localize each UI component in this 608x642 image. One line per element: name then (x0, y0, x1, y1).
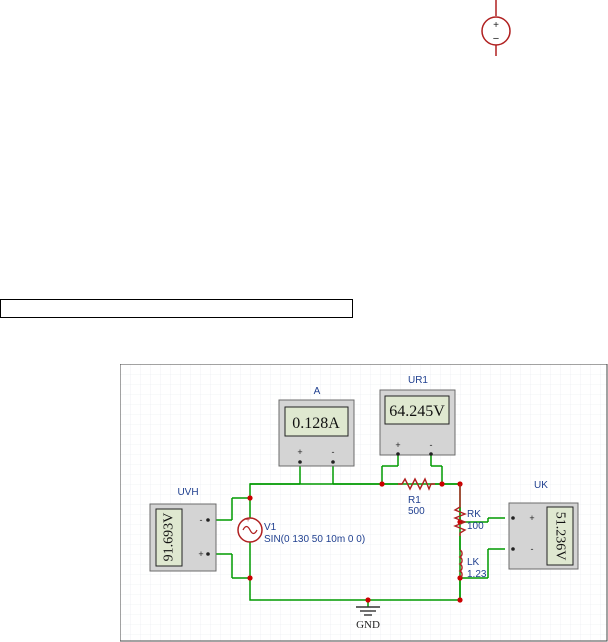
top-voltage-source-icon: + − (481, 0, 511, 56)
top-source-minus: − (493, 33, 499, 45)
uvh-name: UVH (177, 487, 198, 498)
rk-value: 100 (467, 521, 484, 532)
lk-value: 1.23 (467, 569, 487, 580)
uvh-plus: + (198, 549, 203, 559)
ammeter-reading: 0.128A (292, 415, 340, 432)
r1-name: R1 (408, 495, 421, 506)
ground-icon (356, 606, 380, 616)
uk-reading: 51.236V (553, 512, 568, 561)
rk-name: RK (467, 509, 481, 520)
ammeter-a: A 0.128A + - (278, 386, 355, 467)
v1-params: SIN(0 130 50 10m 0 0) (264, 534, 365, 545)
uk-plus: + (529, 513, 534, 523)
voltmeter-ur1: UR1 64.245V + - (379, 375, 456, 456)
svg-text:+: + (246, 517, 250, 524)
r1-value: 500 (408, 506, 425, 517)
inductor-lk: LK 1.23 (458, 549, 487, 580)
ur1-plus: + (395, 440, 400, 450)
circuit-schematic: + V1 SIN(0 130 50 10m 0 0) R1 500 RK 100… (120, 364, 608, 642)
empty-text-box (0, 299, 353, 318)
voltmeter-uk: UK 51.236V + - (508, 480, 579, 570)
ammeter-minus: - (332, 447, 335, 457)
ammeter-name: A (314, 386, 321, 397)
ur1-minus: - (430, 440, 433, 450)
ur1-reading: 64.245V (389, 403, 445, 420)
uvh-reading: 91.693V (162, 513, 177, 562)
lk-name: LK (467, 557, 480, 568)
uk-minus: - (531, 544, 534, 554)
ammeter-plus: + (297, 447, 302, 457)
ur1-name: UR1 (408, 375, 428, 386)
v1-name: V1 (264, 522, 277, 533)
resistor-r1: R1 500 (398, 477, 435, 517)
ac-voltage-source-v1: + V1 SIN(0 130 50 10m 0 0) (237, 517, 365, 545)
voltmeter-uvh: UVH 91.693V - + (149, 487, 217, 572)
top-source-plus: + (493, 20, 499, 31)
ground-label: GND (356, 619, 380, 631)
uvh-minus: - (200, 515, 203, 525)
resistor-rk: RK 100 (453, 484, 484, 536)
uk-name: UK (534, 480, 548, 491)
